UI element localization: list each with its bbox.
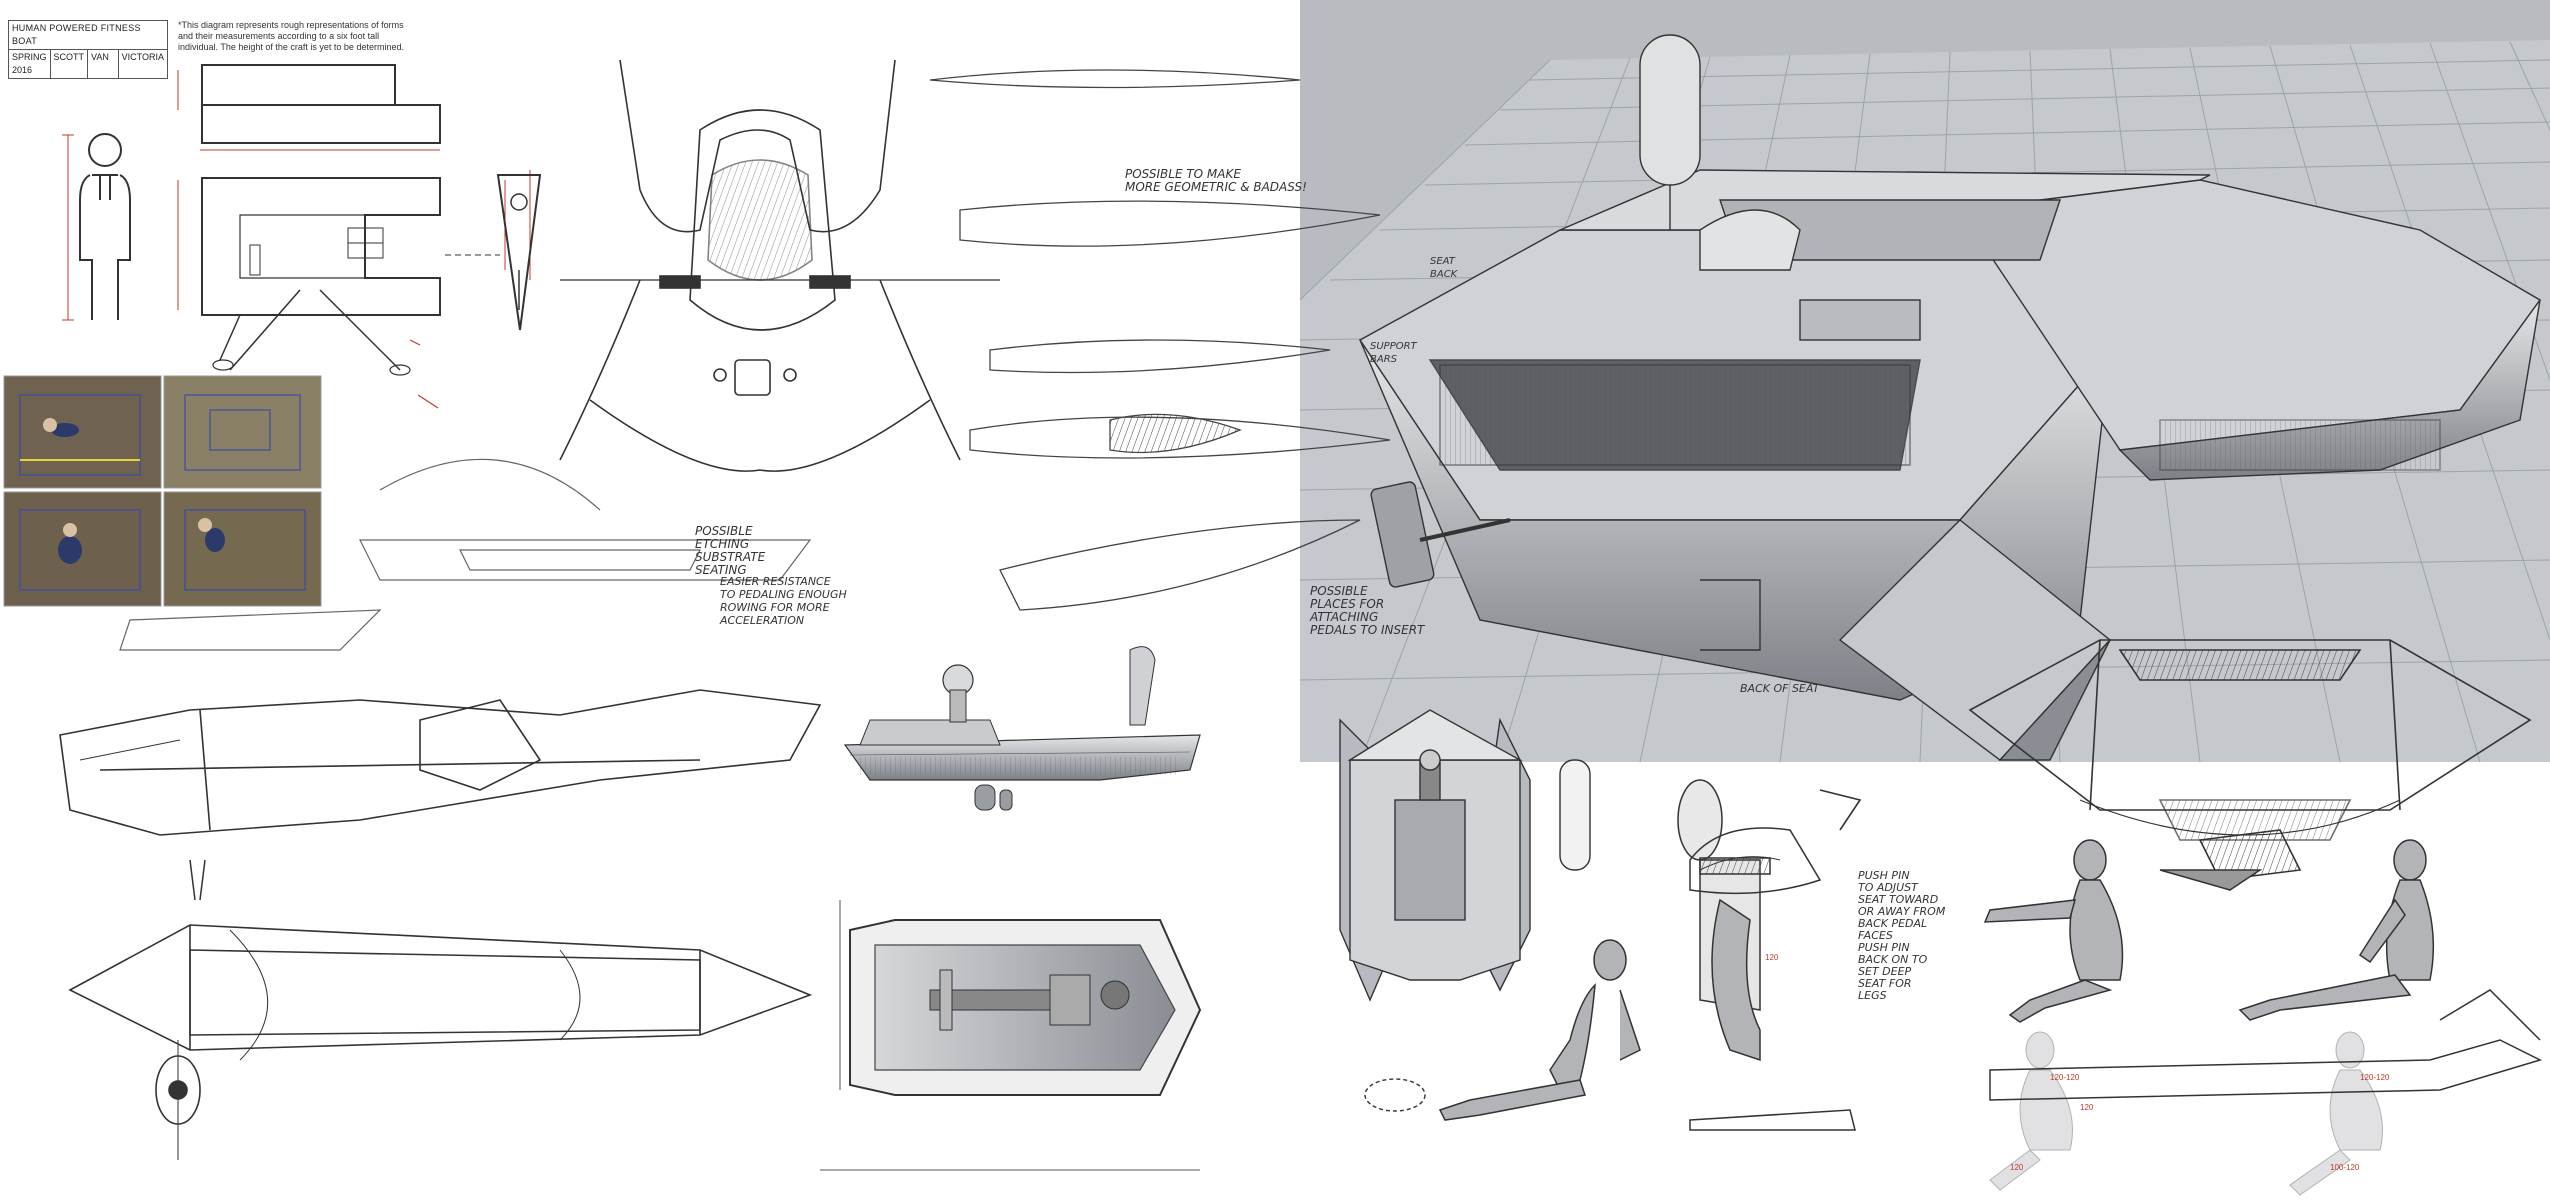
svg-text:120: 120 [1765,953,1779,962]
svg-text:100-120: 100-120 [2330,1163,2360,1172]
misc-sketch-strokes [119,458,812,651]
catamaran-top-sketch [559,59,1000,472]
svg-text:120-120: 120-120 [2050,1073,2080,1082]
seat-sketch [1689,789,2543,1131]
title-block: HUMAN POWERED FITNESS BOAT SPRING 2016 S… [8,20,168,79]
hull-top-view-sketch [68,924,813,1160]
human-figure-diagram [79,133,131,320]
diagram-note: *This diagram represents rough represent… [178,20,404,52]
annotation-attach-places: POSSIBLE PLACES FOR ATTACHING PEDALS TO … [1310,584,1425,637]
ghost-mannequins [1989,1031,2383,1196]
svg-text:120: 120 [2080,1103,2094,1112]
name3-label: VICTORIA [121,52,164,62]
designer-label: SCOTT [51,50,89,78]
mannequin-figures [1438,779,2435,1121]
reference-photos [3,375,322,607]
dimension-lines-red [62,70,531,321]
front-model-render [1339,709,1591,1112]
side-model-render [843,646,1201,811]
catamaran-3d-model [1358,34,2542,761]
annotation-geometric: POSSIBLE TO MAKE MORE GEOMETRIC & BADASS… [1125,167,1307,194]
term-label: SPRING 2016 [9,50,51,78]
name2-label: VAN [88,50,119,78]
top-model-render [820,900,1202,1171]
svg-text:120: 120 [2010,1163,2024,1172]
annotation-back-of-seat: BACK OF SEAT [1740,682,1820,695]
hull-side-sketches [929,69,1391,611]
hull-side-view-sketch [59,689,822,901]
front-hull-sketch [1968,639,2532,881]
annotation-possible-etching: POSSIBLE ETCHING SUBSTRATE SEATING [695,524,766,577]
top-view-boxes [201,64,500,376]
annotation-seat-back: SEAT BACK [1430,256,1458,280]
annotation-support-bars: SUPPORT BARS [1370,341,1417,365]
front-view-sketch [409,174,542,409]
annotation-resistance: EASIER RESISTANCE TO PEDALING ENOUGH ROW… [720,575,847,627]
measurement-marks: 120 120-120 120 120-120 100-120 120 [1765,953,2390,1172]
project-title: HUMAN POWERED FITNESS BOAT [9,21,167,50]
annotation-push-pin: PUSH PIN TO ADJUST SEAT TOWARD OR AWAY F… [1858,869,1946,1002]
svg-text:120-120: 120-120 [2360,1073,2390,1082]
